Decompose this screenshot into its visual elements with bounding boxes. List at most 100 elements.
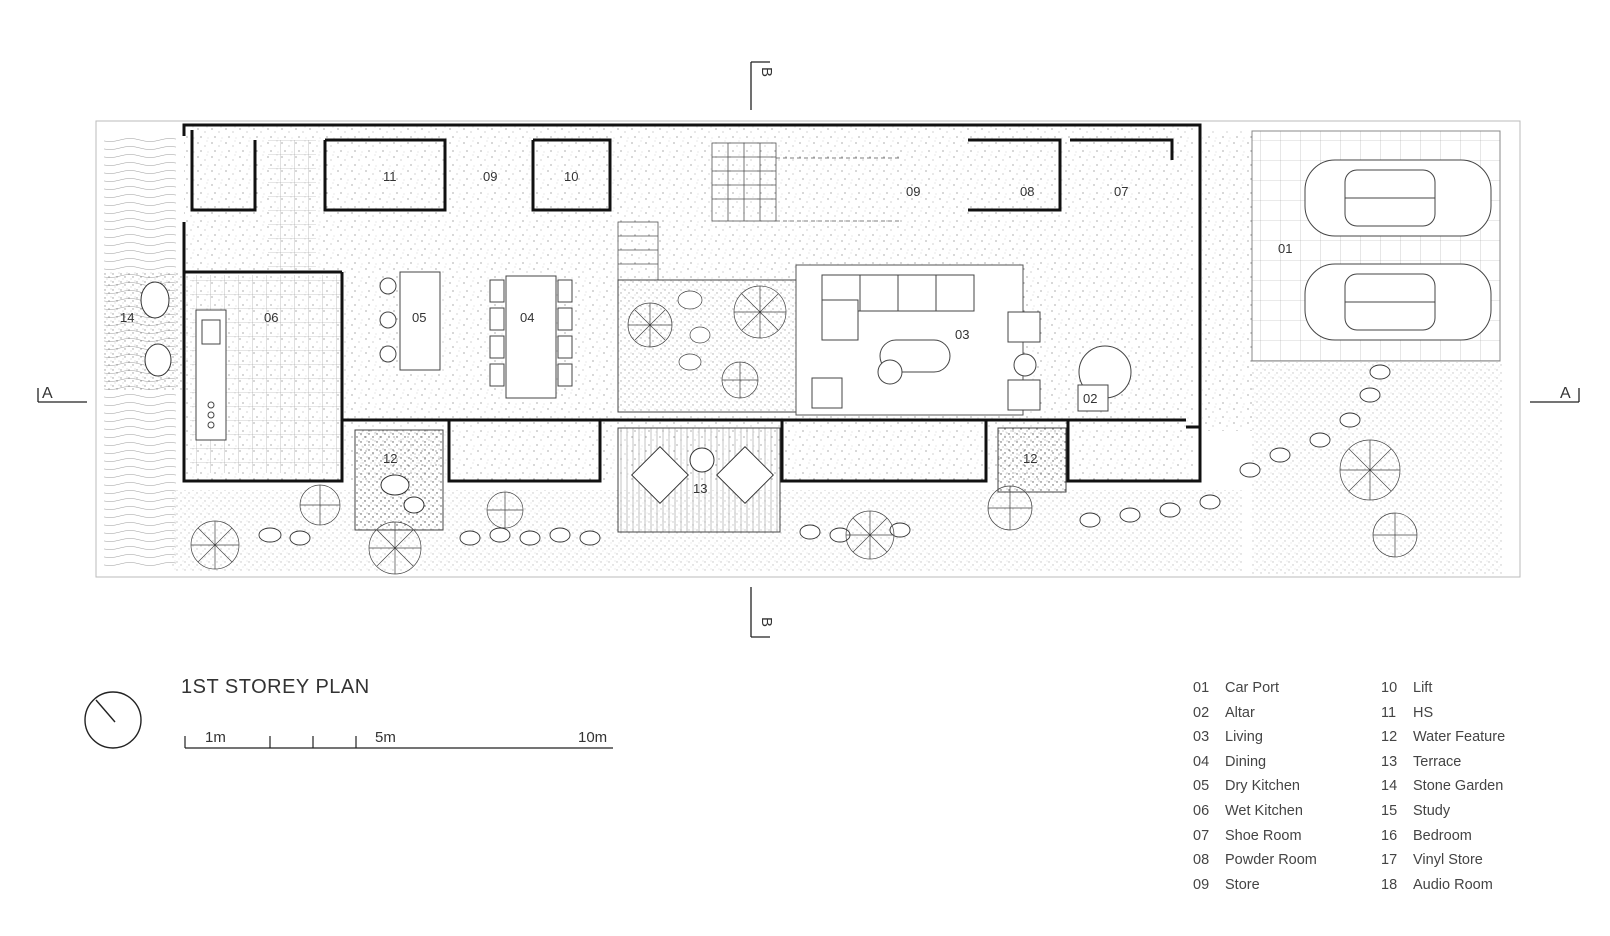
legend-room-name: Living	[1225, 729, 1263, 746]
legend-room-name: HS	[1413, 704, 1434, 721]
room-label-04: 04	[520, 310, 534, 325]
legend-room-name: Dining	[1225, 753, 1267, 770]
sofa	[821, 274, 975, 341]
legend-item: 18 Audio Room	[1381, 877, 1505, 902]
room-label-12: 12	[383, 451, 397, 466]
legend-item: 08 Powder Room	[1193, 852, 1317, 877]
section-marker-b-bottom: B	[758, 617, 775, 627]
scale-bar	[184, 736, 613, 749]
staircase	[711, 142, 900, 222]
legend-item: 06 Wet Kitchen	[1193, 803, 1317, 828]
legend-number: 07	[1193, 827, 1210, 844]
room-label-08: 08	[1020, 184, 1034, 199]
legend-item: 16 Bedroom	[1381, 828, 1505, 853]
room-label-11: 11	[383, 169, 397, 184]
room-label-09: 09	[906, 184, 920, 199]
legend-item: 01 Car Port	[1193, 680, 1317, 705]
legend-room-name: Stone Garden	[1413, 778, 1504, 795]
bathroom-floor	[268, 140, 316, 270]
legend-room-name: Powder Room	[1225, 852, 1317, 869]
legend-number: 11	[1381, 704, 1397, 721]
room-label-09: 09	[483, 169, 497, 184]
walls	[182, 123, 1202, 483]
legend-item: 02 Altar	[1193, 705, 1317, 730]
legend-number: 18	[1381, 876, 1398, 893]
legend-room-name: Lift	[1413, 680, 1433, 696]
scale-label-1m: 1m	[205, 729, 226, 746]
room-label-12: 12	[1023, 451, 1037, 466]
legend-item: 15 Study	[1381, 803, 1505, 828]
stepping-stones	[258, 364, 1391, 546]
legend-number: 05	[1193, 778, 1210, 795]
legend-item: 07 Shoe Room	[1193, 828, 1317, 853]
legend-number: 14	[1381, 778, 1398, 795]
dining-table	[489, 275, 573, 399]
site-boundary	[95, 120, 1521, 578]
lounge-chair	[631, 446, 774, 504]
legend-room-name: Study	[1413, 802, 1451, 819]
legend-room-name: Audio Room	[1413, 876, 1493, 893]
car-top	[1304, 159, 1492, 237]
room-label-07: 07	[1114, 184, 1128, 199]
legend-number: 12	[1381, 729, 1398, 746]
legend-number: 17	[1381, 852, 1398, 869]
legend-number: 06	[1193, 802, 1210, 819]
room-label-14: 14	[120, 310, 134, 325]
room-label-02: 02	[1083, 391, 1097, 406]
room-label-06: 06	[264, 310, 278, 325]
room-label-10: 10	[564, 169, 578, 184]
stepping-stone	[140, 281, 170, 319]
legend-room-name: Water Feature	[1413, 729, 1506, 746]
legend-room-name: Car Port	[1225, 680, 1279, 696]
room-label-13: 13	[693, 481, 707, 496]
legend-number: 09	[1193, 876, 1210, 893]
legend-room-name: Dry Kitchen	[1225, 778, 1300, 795]
legend-item: 12 Water Feature	[1381, 729, 1505, 754]
legend-room-name: Store	[1225, 876, 1260, 893]
room-label-01: 01	[1278, 241, 1292, 256]
legend-item: 09 Store	[1193, 877, 1317, 902]
kitchen-counter	[195, 309, 227, 441]
legend-room-name: Bedroom	[1413, 827, 1472, 844]
legend-item: 17 Vinyl Store	[1381, 852, 1505, 877]
legend-item: 05 Dry Kitchen	[1193, 778, 1317, 803]
section-marker-b-top: B	[758, 67, 775, 77]
plan-title: 1ST STOREY PLAN	[181, 676, 370, 698]
legend-number: 10	[1381, 680, 1398, 696]
legend-room-name: Altar	[1225, 704, 1255, 721]
legend-item: 14 Stone Garden	[1381, 778, 1505, 803]
room-label-05: 05	[412, 310, 426, 325]
legend-room-name: Shoe Room	[1225, 827, 1302, 844]
legend-number: 02	[1193, 704, 1210, 721]
plant	[627, 285, 787, 399]
section-marker-a-right: A	[1560, 385, 1571, 402]
legend-number: 16	[1381, 827, 1398, 844]
section-marker-a-left: A	[42, 385, 53, 402]
legend-room-name: Wet Kitchen	[1225, 802, 1303, 819]
legend-item: 10 Lift	[1381, 680, 1505, 705]
water-feature	[997, 427, 1067, 493]
car-top	[1304, 263, 1492, 341]
legend-number: 04	[1193, 753, 1210, 770]
section-line-b	[750, 61, 770, 638]
shrub	[190, 439, 1418, 575]
scale-label-10m: 10m	[578, 729, 607, 746]
legend-number: 15	[1381, 802, 1398, 819]
legend-room-name: Vinyl Store	[1413, 852, 1483, 869]
legend-number: 01	[1193, 680, 1210, 696]
side-strip	[1202, 131, 1252, 431]
stepping-stone	[144, 343, 172, 377]
room-label-03: 03	[955, 327, 969, 342]
legend-item: 03 Living	[1193, 729, 1317, 754]
legend-item: 04 Dining	[1193, 754, 1317, 779]
legend-number: 03	[1193, 729, 1210, 746]
legend-column-left: 01 Car Port 02 Altar 03 Living 04 Dining 05 Dry K…	[1193, 680, 1317, 901]
legend-number: 08	[1193, 852, 1210, 869]
legend-item: 11 HS	[1381, 705, 1505, 730]
scale-label-5m: 5m	[375, 729, 396, 746]
north-arrow-icon	[84, 691, 142, 749]
living-furniture	[811, 311, 1132, 412]
